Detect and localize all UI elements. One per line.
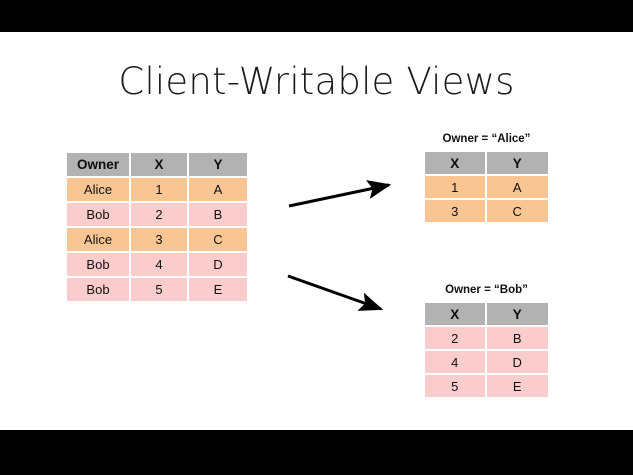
bob-col-x: X bbox=[425, 303, 487, 327]
cell-y: C bbox=[486, 200, 548, 222]
letterbox-top bbox=[0, 0, 633, 32]
letterbox-bottom bbox=[0, 430, 633, 475]
arrow-to-bob-view bbox=[287, 274, 384, 311]
cell-owner: Bob bbox=[67, 278, 131, 301]
alice-view-table: X Y 1 A 3 C bbox=[425, 152, 548, 222]
alice-col-y: Y bbox=[486, 152, 548, 176]
alice-view-caption: Owner = “Alice” bbox=[442, 133, 531, 145]
cell-y: B bbox=[189, 203, 247, 228]
table-header-row: X Y bbox=[425, 303, 548, 327]
cell-x: 3 bbox=[131, 228, 189, 253]
cell-x: 5 bbox=[425, 375, 487, 397]
table-row: Bob 4 D bbox=[67, 253, 247, 278]
cell-y: E bbox=[189, 278, 247, 301]
cell-owner: Bob bbox=[67, 253, 131, 278]
cell-x: 4 bbox=[425, 351, 487, 375]
table-row: Alice 3 C bbox=[67, 228, 247, 253]
cell-owner: Alice bbox=[67, 178, 131, 203]
source-col-owner: Owner bbox=[67, 153, 131, 178]
table-row: Alice 1 A bbox=[67, 178, 247, 203]
cell-y: D bbox=[486, 351, 548, 375]
bob-col-y: Y bbox=[486, 303, 548, 327]
table-header-row: X Y bbox=[425, 152, 548, 176]
cell-x: 5 bbox=[131, 278, 189, 301]
arrow-to-alice-view bbox=[288, 180, 392, 208]
cell-y: B bbox=[486, 327, 548, 351]
cell-x: 4 bbox=[131, 253, 189, 278]
table-row: 1 A bbox=[425, 176, 548, 200]
cell-x: 2 bbox=[425, 327, 487, 351]
cell-x: 3 bbox=[425, 200, 487, 222]
source-table: Owner X Y Alice 1 A Bob 2 B Alice bbox=[67, 153, 247, 301]
table-row: 4 D bbox=[425, 351, 548, 375]
cell-x: 2 bbox=[131, 203, 189, 228]
alice-col-x: X bbox=[425, 152, 487, 176]
table-row: Bob 2 B bbox=[67, 203, 247, 228]
table-row: 2 B bbox=[425, 327, 548, 351]
table-row: 5 E bbox=[425, 375, 548, 397]
table-row: 3 C bbox=[425, 200, 548, 222]
cell-y: C bbox=[189, 228, 247, 253]
bob-view-caption: Owner = “Bob” bbox=[445, 284, 528, 296]
cell-y: A bbox=[486, 176, 548, 200]
source-col-y: Y bbox=[189, 153, 247, 178]
cell-y: E bbox=[486, 375, 548, 397]
table-header-row: Owner X Y bbox=[67, 153, 247, 178]
cell-owner: Alice bbox=[67, 228, 131, 253]
source-col-x: X bbox=[131, 153, 189, 178]
cell-x: 1 bbox=[131, 178, 189, 203]
page-title: Client-Writable Views bbox=[118, 60, 515, 103]
cell-y: D bbox=[189, 253, 247, 278]
cell-y: A bbox=[189, 178, 247, 203]
cell-owner: Bob bbox=[67, 203, 131, 228]
cell-x: 1 bbox=[425, 176, 487, 200]
table-row: Bob 5 E bbox=[67, 278, 247, 301]
bob-view-table: X Y 2 B 4 D 5 E bbox=[425, 303, 548, 397]
slide-canvas: Client-Writable Views Owner X Y Alice 1 … bbox=[0, 32, 633, 430]
